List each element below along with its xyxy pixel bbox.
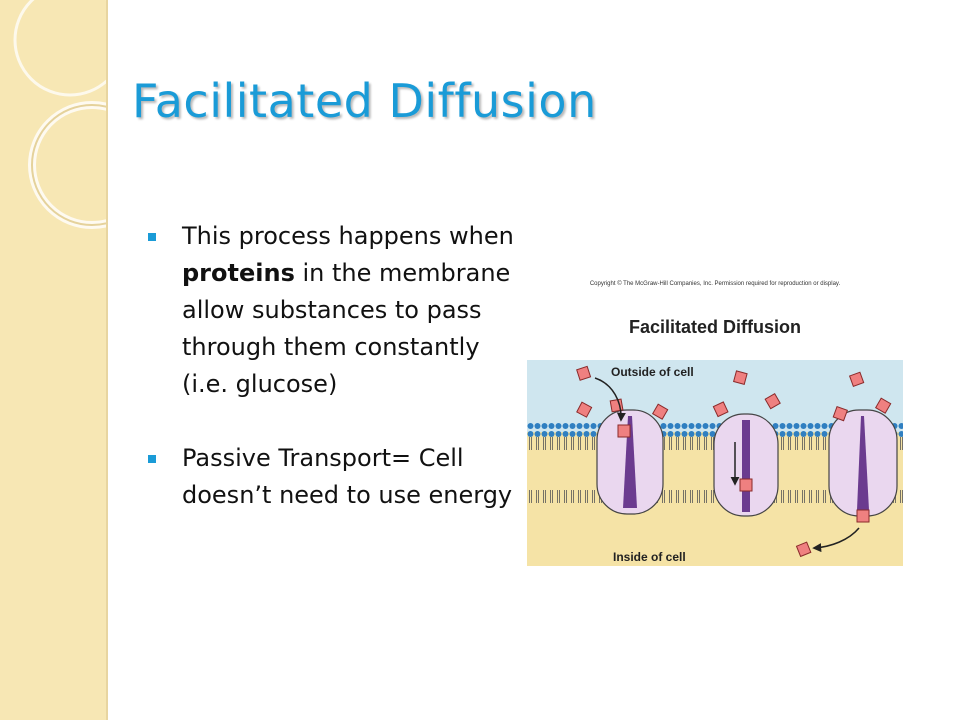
bullet-item-passive-transport: Passive Transport= Cell doesn’t need to … [148, 440, 528, 514]
figure-title: Facilitated Diffusion [629, 317, 801, 337]
channel-protein-1 [596, 409, 664, 515]
facilitated-diffusion-figure: Copyright © The McGraw-Hill Companies, I… [527, 270, 903, 566]
diffusion-arrows [594, 377, 860, 553]
channel-protein-2 [713, 413, 779, 517]
bullet-marker [148, 233, 156, 241]
bullet-item-process: This process happens when proteins in th… [148, 218, 528, 403]
outside-of-cell-label: Outside of cell [611, 365, 694, 379]
bold-term-proteins: proteins [182, 259, 295, 287]
bullet-marker [148, 455, 156, 463]
decorative-circles [13, 0, 106, 229]
inside-of-cell-label: Inside of cell [613, 550, 686, 564]
channel-protein-3 [828, 409, 898, 517]
solute-particles [576, 365, 892, 558]
figure-copyright: Copyright © The McGraw-Hill Companies, I… [590, 280, 841, 287]
decorative-sidebar [0, 0, 108, 720]
slide-title: Facilitated Diffusion [132, 74, 597, 128]
bullet-list: This process happens when proteins in th… [148, 218, 528, 514]
